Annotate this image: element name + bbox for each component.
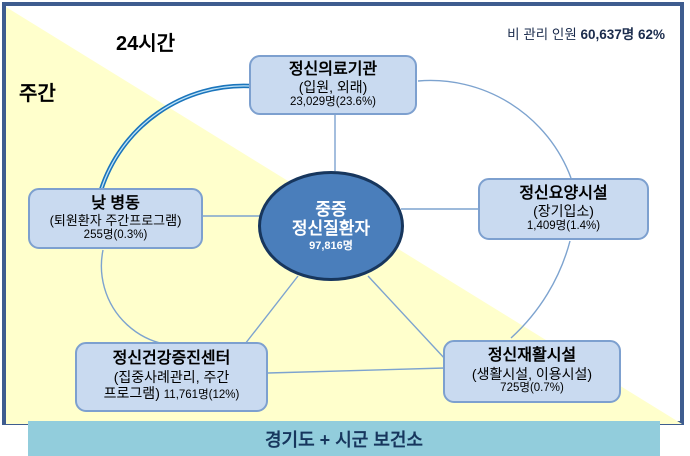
node-subtitle: (집중사례관리, 주간: [113, 368, 230, 385]
center-ellipse-severe-mental-patients: 중증 정신질환자 97,816명: [258, 171, 404, 281]
node-subtitle: (생활시설, 이용시설): [471, 365, 593, 382]
node-title: 정신요양시설: [519, 184, 608, 202]
node-title: 낮 병동: [91, 194, 140, 212]
node-title: 정신건강증진센터: [112, 349, 231, 367]
highlight-arc-inner-line: [100, 85, 251, 191]
spoke-to-center: [244, 275, 299, 345]
node-title: 정신의료기관: [288, 60, 378, 78]
node-mental-care-facility: 정신요양시설 (장기입소) 1,409명(1.4%): [478, 178, 649, 240]
arc-medical-care: [417, 79, 572, 179]
ellipse-line2: 정신질환자: [291, 219, 371, 239]
ellipse-line1: 중증: [315, 199, 347, 219]
node-mental-medical-institution: 정신의료기관 (입원, 외래) 23,029명(23.6%): [249, 55, 417, 115]
ellipse-count: 97,816명: [309, 239, 353, 252]
node-subtitle: (장기입소): [533, 203, 594, 220]
node-subtitle: (퇴원환자 주간프로그램): [49, 213, 182, 229]
line-center-rehab: [267, 367, 446, 374]
node-count: 11,761명(12%): [163, 389, 240, 402]
footer-bar: 경기도 + 시군 보건소: [28, 421, 660, 456]
node-mental-health-promotion-center: 정신건강증진센터 (집중사례관리, 주간 프로그램) 11,761명(12%): [75, 342, 268, 412]
node-mental-rehabilitation-facility: 정신재활시설 (생활시설, 이용시설) 725명(0.7%): [443, 340, 621, 403]
unmanaged-population-note: 비 관리 인원 60,637명 62%: [430, 23, 665, 43]
node-count: 725명(0.7%): [500, 382, 564, 395]
spoke-to-rehab: [367, 275, 447, 361]
label-24hours: 24시간: [116, 33, 176, 55]
label-daytime: 주간: [19, 83, 56, 105]
node-count: 23,029명(23.6%): [289, 95, 377, 108]
node-subtitle: (입원, 외래): [298, 79, 368, 96]
node-day-ward: 낮 병동 (퇴원환자 주간프로그램) 255명(0.3%): [28, 188, 203, 249]
unmanaged-value: 60,637명 62%: [580, 27, 665, 42]
arc-care-rehab: [510, 240, 571, 339]
node-count: 1,409명(1.4%): [526, 219, 601, 232]
footer-label: 경기도 + 시군 보건소: [265, 429, 423, 450]
unmanaged-label: 비 관리 인원: [507, 27, 581, 42]
node-count: 255명(0.3%): [83, 228, 148, 241]
node-subtitle-line2: 프로그램) 11,761명(12%): [104, 385, 240, 404]
node-subtitle-continued: 프로그램): [103, 385, 164, 402]
node-title: 정신재활시설: [487, 347, 577, 365]
